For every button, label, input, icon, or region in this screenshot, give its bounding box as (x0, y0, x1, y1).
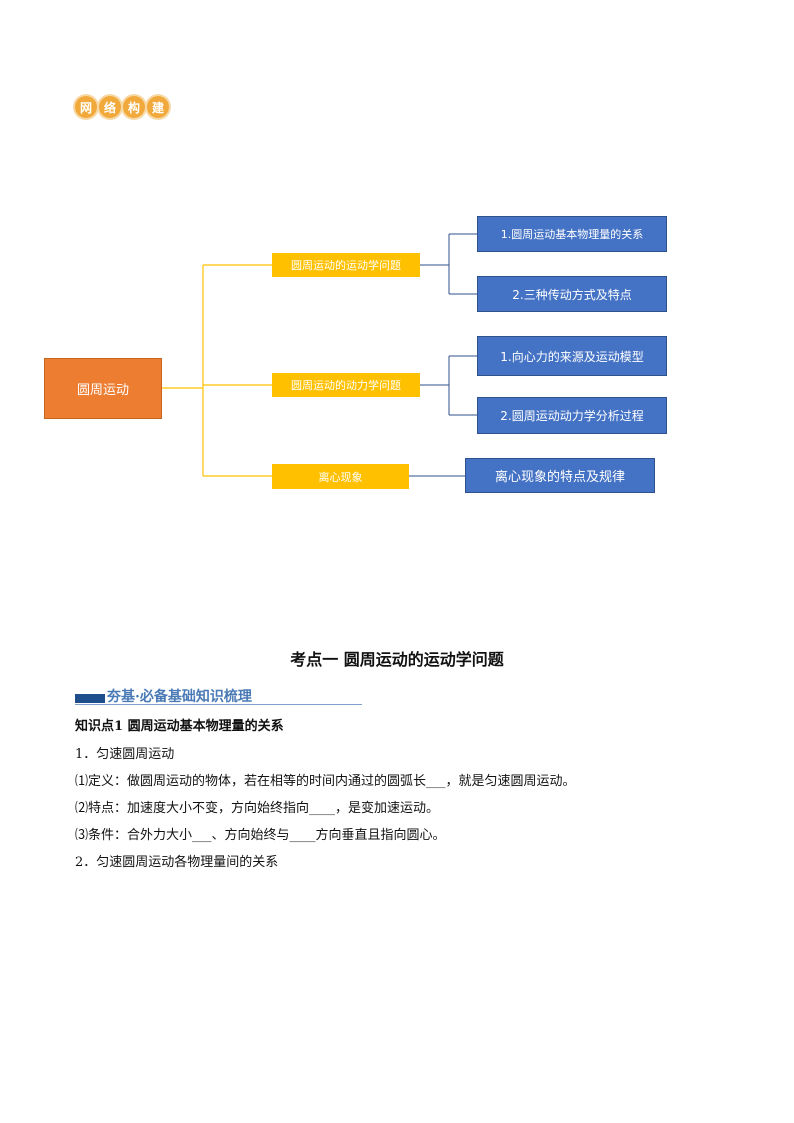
section-banner: 夯基·必备基础知识梳理 (75, 686, 362, 706)
mind-map-leaf: 1.圆周运动基本物理量的关系 (477, 216, 667, 252)
banner-bar (75, 694, 105, 703)
body-line: 1．匀速圆周运动 (75, 747, 175, 762)
mind-map-branch: 离心现象 (272, 464, 409, 489)
badge-char: 建 (147, 96, 169, 118)
knowledge-point-heading: 知识点1 圆周运动基本物理量的关系 (75, 719, 284, 734)
mind-map-branch: 圆周运动的运动学问题 (272, 253, 420, 277)
mind-map-branch: 圆周运动的动力学问题 (272, 373, 420, 397)
badge-char: 网 (75, 96, 97, 118)
mind-map-leaf: 2.三种传动方式及特点 (477, 276, 667, 312)
body-line: ⑴定义：做圆周运动的物体，若在相等的时间内通过的圆弧长___，就是匀速圆周运动。 (75, 774, 576, 789)
banner-underline (75, 704, 362, 705)
mind-map-leaf: 2.圆周运动动力学分析过程 (477, 397, 667, 434)
mind-map-leaf: 离心现象的特点及规律 (465, 458, 655, 493)
banner-text: 夯基·必备基础知识梳理 (107, 689, 252, 705)
mind-map-connectors (162, 233, 477, 477)
section-title: 考点一 圆周运动的运动学问题 (290, 650, 504, 669)
body-line: 2．匀速圆周运动各物理量间的关系 (75, 855, 279, 870)
body-line: ⑶条件：合外力大小___、方向始终与____方向垂直且指向圆心。 (75, 828, 446, 843)
badge-char: 构 (123, 96, 145, 118)
mind-map-root: 圆周运动 (44, 358, 162, 419)
mind-map-leaf: 1.向心力的来源及运动模型 (477, 336, 667, 376)
mind-map: 圆周运动 圆周运动的运动学问题 圆周运动的动力学问题 离心现象 1.圆周运动基本… (0, 200, 794, 510)
badge-char: 络 (99, 96, 121, 118)
section-badge: 网 络 构 建 (75, 96, 169, 118)
body-line: ⑵特点：加速度大小不变，方向始终指向____，是变加速运动。 (75, 801, 440, 816)
